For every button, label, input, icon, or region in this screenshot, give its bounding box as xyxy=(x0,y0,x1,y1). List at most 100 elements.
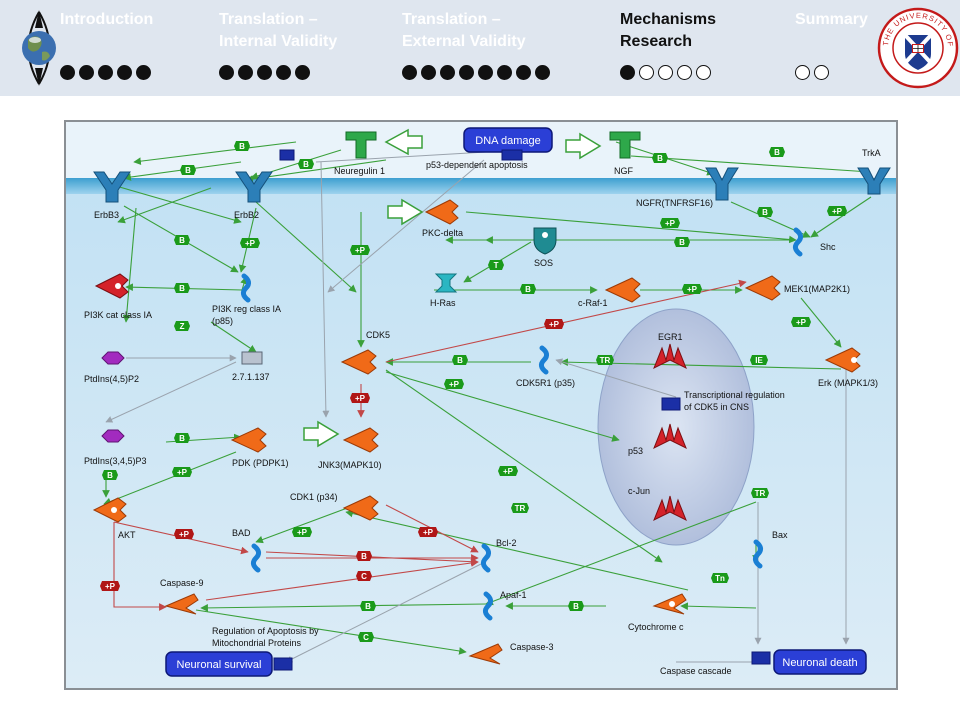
jnk3-icon xyxy=(342,427,379,453)
node-labels: Neuregulin 1 p53-dependent apoptosis NGF… xyxy=(84,148,881,676)
progress-dot[interactable] xyxy=(257,65,272,80)
progress-dot[interactable] xyxy=(276,65,291,80)
progress-dot[interactable] xyxy=(497,65,512,80)
svg-text:+P: +P xyxy=(105,582,116,591)
caspase9-icon xyxy=(164,593,199,615)
progress-dot[interactable] xyxy=(459,65,474,80)
red-interaction-badges: +P +P +P +P B C +P xyxy=(100,319,564,591)
progress-dot[interactable] xyxy=(814,65,829,80)
receptor-icons xyxy=(93,167,891,203)
svg-text:B: B xyxy=(657,154,663,163)
progress-dot[interactable] xyxy=(677,65,692,80)
university-seal-icon: THE UNIVERSITY OF EDINBURGH xyxy=(876,2,959,89)
label-egr1: EGR1 xyxy=(658,332,683,342)
badge-phosphorylation: +P xyxy=(660,218,680,228)
progress-dot[interactable] xyxy=(696,65,711,80)
mek1-icon xyxy=(744,275,781,301)
svg-text:+P: +P xyxy=(297,528,308,537)
svg-text:B: B xyxy=(107,471,113,480)
bad-icon xyxy=(250,543,262,573)
nav-section-external-validity[interactable]: Translation – External Validity xyxy=(402,9,526,53)
progress-dot[interactable] xyxy=(219,65,234,80)
badge-phosphorylation: +P xyxy=(827,206,847,216)
progress-dot[interactable] xyxy=(421,65,436,80)
svg-text:+P: +P xyxy=(796,318,807,327)
progress-dot[interactable] xyxy=(795,65,810,80)
pathway-canvas: B B B B B B +P +P +P B B +P T B B +P Z +… xyxy=(66,122,896,688)
progress-dot[interactable] xyxy=(440,65,455,80)
progress-dots-summary xyxy=(795,65,829,81)
apaf1-icon xyxy=(482,591,494,621)
progress-dot[interactable] xyxy=(136,65,151,80)
progress-dot[interactable] xyxy=(478,65,493,80)
label-bad: BAD xyxy=(232,528,251,538)
nav-section-introduction[interactable]: Introduction xyxy=(60,9,153,31)
label-jnk3: JNK3(MAPK10) xyxy=(318,460,382,470)
badge-binding: B xyxy=(568,601,584,611)
progress-dot[interactable] xyxy=(238,65,253,80)
progress-dot[interactable] xyxy=(295,65,310,80)
badge-binding: B xyxy=(520,284,536,294)
progress-dot[interactable] xyxy=(658,65,673,80)
pkc-delta-icon xyxy=(424,199,459,225)
label-pi3k-reg-line2: (p85) xyxy=(212,316,233,326)
nav-section-mechanisms-research[interactable]: Mechanisms Research xyxy=(620,9,716,53)
nav-section-internal-validity[interactable]: Translation – Internal Validity xyxy=(219,9,337,53)
ngfr-receptor-icon xyxy=(705,167,739,201)
progress-dot[interactable] xyxy=(402,65,417,80)
trka-receptor-icon xyxy=(857,167,891,195)
badge-phosphorylation: +P xyxy=(791,317,811,327)
badge-transcription: T xyxy=(488,260,504,270)
hras-icon xyxy=(434,273,458,293)
badge-phosphorylation-red: +P xyxy=(100,581,120,591)
label-erbb2: ErbB2 xyxy=(234,210,259,220)
sparkle-icon xyxy=(669,601,675,607)
badge-binding: B xyxy=(174,283,190,293)
label-caspase3: Caspase-3 xyxy=(510,642,554,652)
badge-binding-red: B xyxy=(356,551,372,561)
progress-dot[interactable] xyxy=(117,65,132,80)
nav-section-label: External Validity xyxy=(402,33,526,50)
label-ptdins345: PtdIns(3,4,5)P3 xyxy=(84,456,147,466)
pdk-icon xyxy=(230,427,267,453)
badge-phosphorylation-red: +P xyxy=(418,527,438,537)
svg-text:B: B xyxy=(525,285,531,294)
badge-binding: B xyxy=(769,147,785,157)
svg-text:B: B xyxy=(762,208,768,217)
label-cdk5: CDK5 xyxy=(366,330,390,340)
progress-dot[interactable] xyxy=(620,65,635,80)
progress-dot[interactable] xyxy=(535,65,550,80)
nav-section-label: Internal Validity xyxy=(219,33,338,50)
label-enzyme: 2.7.1.137 xyxy=(232,372,270,382)
label-cdk5r1: CDK5R1 (p35) xyxy=(516,378,575,388)
svg-text:B: B xyxy=(239,142,245,151)
progress-dot[interactable] xyxy=(79,65,94,80)
badge-influence-on-expression: IE xyxy=(750,355,768,365)
svg-text:DNA damage: DNA damage xyxy=(475,135,540,147)
label-apaf1: Apaf-1 xyxy=(500,590,527,600)
svg-text:Neuronal death: Neuronal death xyxy=(782,657,857,669)
badge-phosphorylation-red: +P xyxy=(174,529,194,539)
cjun-icon xyxy=(653,495,687,522)
svg-text:B: B xyxy=(185,166,191,175)
label-p53: p53 xyxy=(628,446,643,456)
badge-binding: B xyxy=(174,235,190,245)
label-trka: TrkA xyxy=(862,148,881,158)
badge-phosphorylation: +P xyxy=(172,467,192,477)
progress-dot[interactable] xyxy=(516,65,531,80)
progress-dot[interactable] xyxy=(60,65,75,80)
label-hras: H-Ras xyxy=(430,298,456,308)
large-arrows xyxy=(303,128,602,448)
shc-icon xyxy=(792,227,804,257)
cdk1-icon xyxy=(342,495,379,521)
label-pi3k-reg-line1: PI3K reg class IA xyxy=(212,304,281,314)
bax-icon xyxy=(752,539,764,569)
progress-dot[interactable] xyxy=(639,65,654,80)
pi3k-cat-icon xyxy=(94,273,129,299)
progress-dot[interactable] xyxy=(98,65,113,80)
label-neuregulin1: Neuregulin 1 xyxy=(334,166,385,176)
header-bar: Introduction Translation – Internal Vali… xyxy=(0,0,960,96)
badge-binding: B xyxy=(102,470,118,480)
nav-section-summary[interactable]: Summary xyxy=(795,9,868,31)
adaptor-icons xyxy=(240,227,804,621)
